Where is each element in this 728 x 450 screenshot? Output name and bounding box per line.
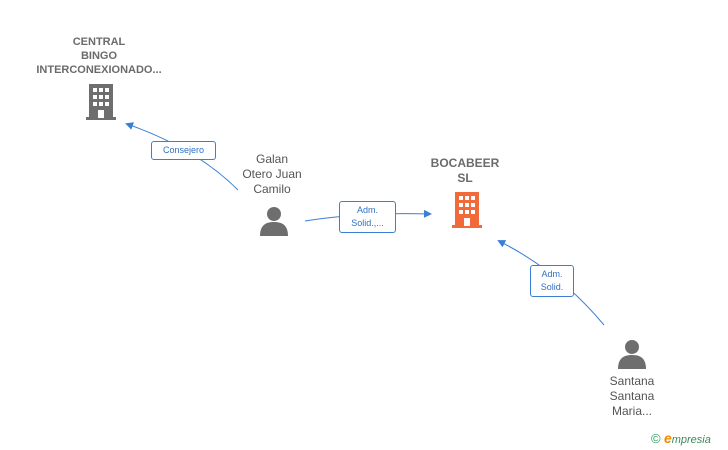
person-icon [260, 207, 288, 236]
person-icon [618, 340, 646, 369]
brand-initial: e [663, 430, 672, 446]
building-icon [452, 192, 482, 228]
empresia-logo[interactable]: © empresia [651, 430, 711, 446]
relation-label-adm-solid-santana[interactable]: Adm. Solid. [530, 265, 574, 297]
company-label-bocabeer: BOCABEER SL [430, 156, 500, 185]
company-node-central[interactable]: CENTRAL BINGO INTERCONEXIONADO... [14, 35, 184, 77]
relation-label-adm-solid-galan[interactable]: Adm. Solid.,... [339, 201, 396, 233]
building-icon [86, 84, 116, 120]
person-label-galan: Galan Otero Juan Camilo [242, 152, 302, 196]
copyright-icon: © [651, 431, 661, 446]
person-node-santana[interactable]: Santana Santana Maria... [582, 374, 682, 419]
person-label-santana: Santana Santana Maria... [609, 374, 655, 418]
company-node-bocabeer[interactable]: BOCABEER SL [405, 156, 525, 186]
company-label-central: CENTRAL BINGO INTERCONEXIONADO... [36, 36, 162, 76]
person-node-galan[interactable]: Galan Otero Juan Camilo [222, 152, 322, 197]
brand-name: mpresia [671, 434, 711, 446]
relation-label-consejero[interactable]: Consejero [151, 141, 216, 160]
